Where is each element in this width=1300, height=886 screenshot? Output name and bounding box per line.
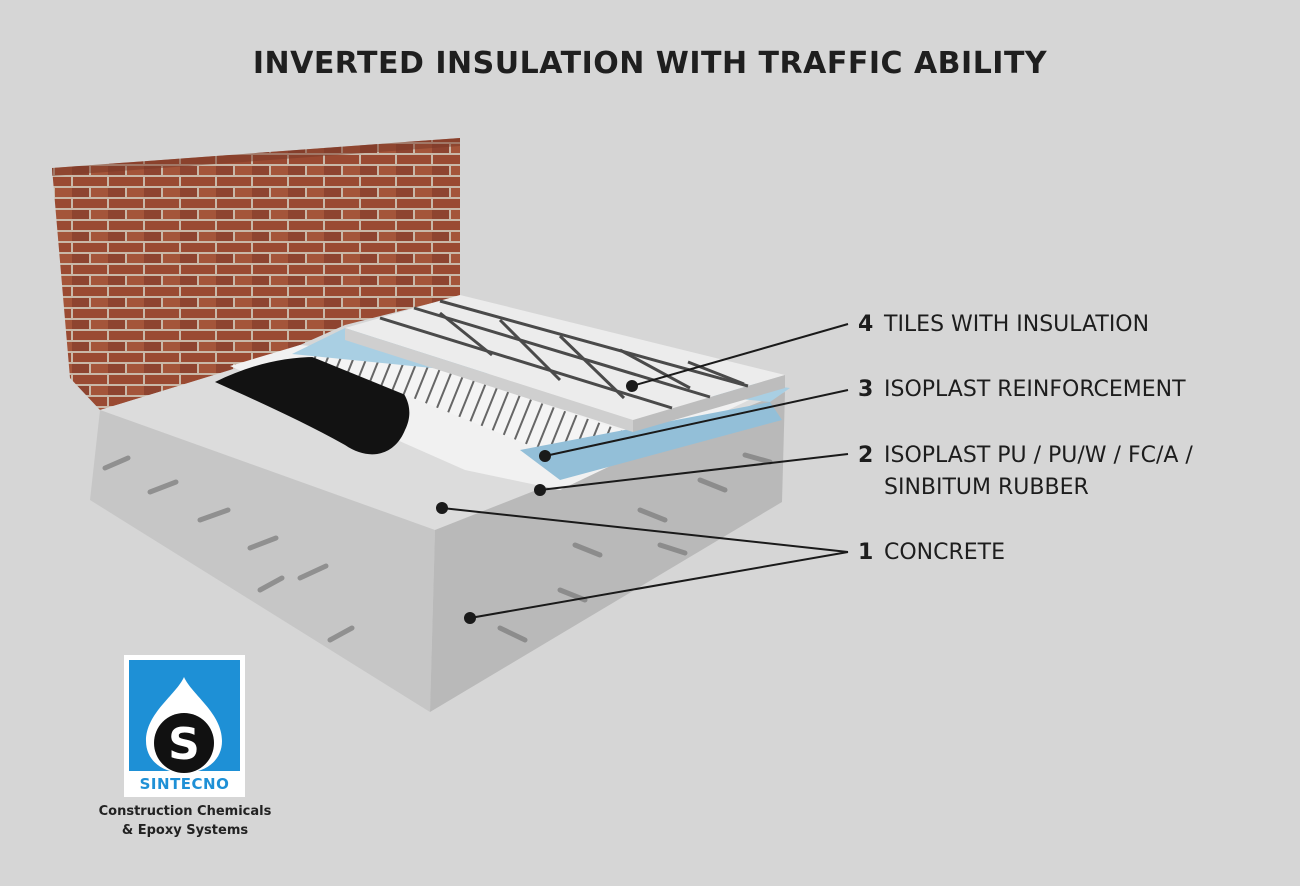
layer-label-3: 3 ISOPLAST REINFORCEMENT (858, 374, 1186, 406)
layer-text: CONCRETE (884, 540, 1006, 565)
leader-lines (436, 323, 849, 624)
layer-label-1: 1 CONCRETE (858, 537, 1005, 569)
tagline-line1: Construction Chemicals (98, 804, 272, 819)
sintecno-logo: S SINTECNO (124, 655, 245, 797)
layer-text: ISOPLAST REINFORCEMENT (884, 377, 1186, 402)
layer-text: ISOPLAST PU / PU/W / FC/A / SINBITUM RUBB… (884, 440, 1193, 504)
tiles (345, 295, 785, 432)
layer-text-line1: ISOPLAST PU / PU/W / FC/A / (884, 443, 1193, 468)
logo-letter: S (168, 719, 200, 770)
diagram-title: INVERTED INSULATION WITH TRAFFIC ABILITY (252, 46, 1048, 81)
layer-label-4: 4 TILES WITH INSULATION (858, 309, 1149, 341)
logo-name: SINTECNO (139, 775, 230, 793)
reinforcement-mesh (300, 340, 650, 470)
tagline-line2: & Epoxy Systems (121, 823, 249, 838)
brick-wall (52, 138, 460, 410)
layer-text-line2: SINBITUM RUBBER (884, 475, 1089, 500)
layer-number: 2 (858, 443, 874, 468)
layer-number: 1 (858, 540, 874, 565)
layer-number: 4 (858, 312, 874, 337)
company-tagline: Construction Chemicals & Epoxy Systems (90, 802, 280, 840)
layer-number: 3 (858, 377, 874, 402)
layer-text: TILES WITH INSULATION (884, 312, 1150, 337)
bitumen-membrane (215, 356, 410, 455)
layer-label-2: 2 ISOPLAST PU / PU/W / FC/A / SINBITUM RUB… (858, 440, 1193, 504)
logo-mark: S (129, 660, 240, 773)
